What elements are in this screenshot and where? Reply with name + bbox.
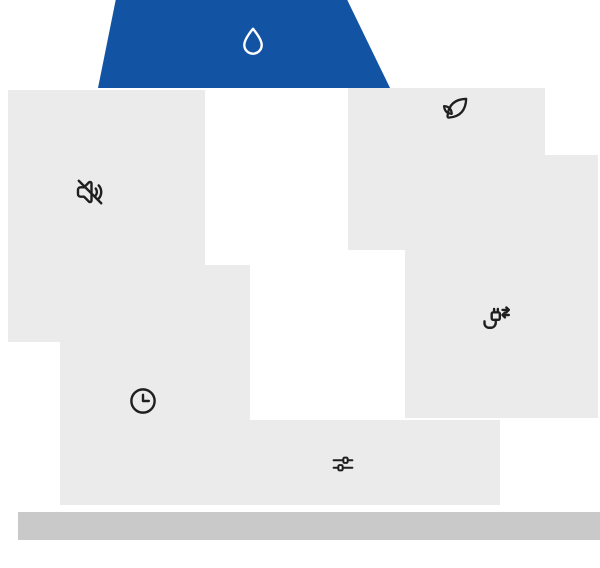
tile-plug[interactable] [405,155,598,418]
clock-icon [126,384,160,418]
speaker-mute-icon [72,174,108,210]
tile-options[interactable] [205,420,500,505]
water-drop-icon [235,24,271,60]
plug-transfer-icon [477,303,513,339]
bottom-bar [18,512,600,540]
leaf-eco-icon [438,93,472,127]
sliders-options-icon [328,449,358,479]
water-tab[interactable] [98,0,391,88]
